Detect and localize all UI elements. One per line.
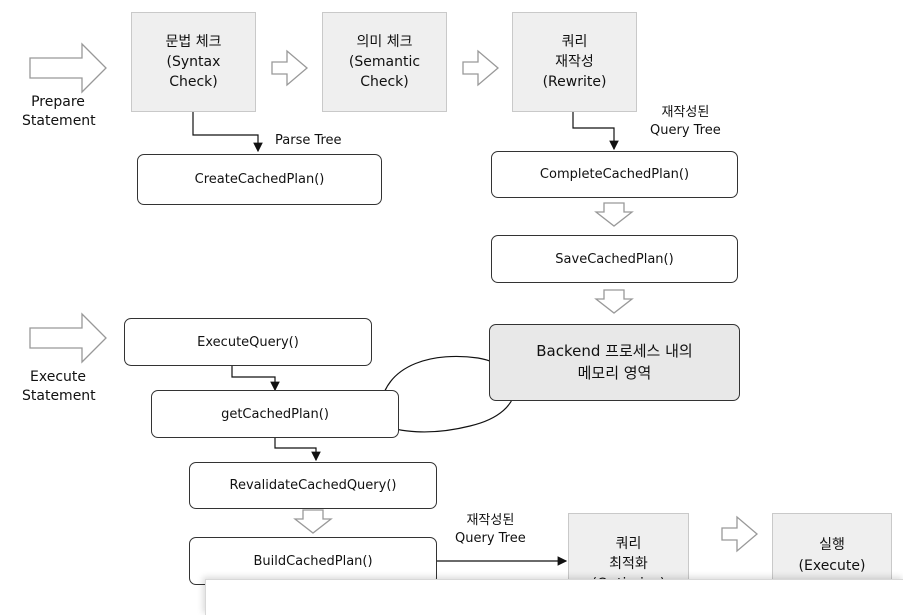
rewrite-to-complete-connector <box>572 112 619 151</box>
build-cached-plan-box: BuildCachedPlan() <box>189 537 437 585</box>
prepare-statement-label: Prepare Statement <box>22 94 96 129</box>
execute-query-box: ExecuteQuery() <box>124 318 372 366</box>
execute-arrow-icon <box>29 312 107 364</box>
prepare-arrow-icon <box>29 42 107 94</box>
getplan-to-revalidate-connector <box>274 438 321 462</box>
create-cached-plan-box: CreateCachedPlan() <box>137 154 382 205</box>
semantic-check-box: 의미 체크 (Semantic Check) <box>322 12 447 112</box>
execute-statement-label: Execute Statement <box>22 369 96 404</box>
get-cached-plan-box: getCachedPlan() <box>151 390 399 438</box>
syntax-to-create-connector <box>192 112 263 153</box>
overlay-panel <box>205 579 903 615</box>
syntax-to-semantic-arrow-icon <box>271 49 309 87</box>
executequery-to-getplan-connector <box>231 366 280 392</box>
revalidate-to-build-arrow-icon <box>293 509 333 534</box>
syntax-check-box: 문법 체크 (Syntax Check) <box>131 12 256 112</box>
revalidate-cached-query-box: RevalidateCachedQuery() <box>189 462 437 509</box>
save-to-backend-arrow-icon <box>594 289 634 314</box>
save-cached-plan-box: SaveCachedPlan() <box>491 235 738 283</box>
rewritten-query-tree-top-label: 재작성된 Query Tree <box>650 105 721 138</box>
rewrite-box: 쿼리 재작성 (Rewrite) <box>512 12 637 112</box>
parse-tree-label: Parse Tree <box>275 133 342 148</box>
rewritten-query-tree-bottom-label: 재작성된 Query Tree <box>455 513 526 546</box>
semantic-to-rewrite-arrow-icon <box>462 49 500 87</box>
complete-to-save-arrow-icon <box>594 202 634 227</box>
backend-memory-box: Backend 프로세스 내의 메모리 영역 <box>489 324 740 401</box>
optimize-to-execute-arrow-icon <box>721 515 759 553</box>
complete-cached-plan-box: CompleteCachedPlan() <box>491 151 738 198</box>
